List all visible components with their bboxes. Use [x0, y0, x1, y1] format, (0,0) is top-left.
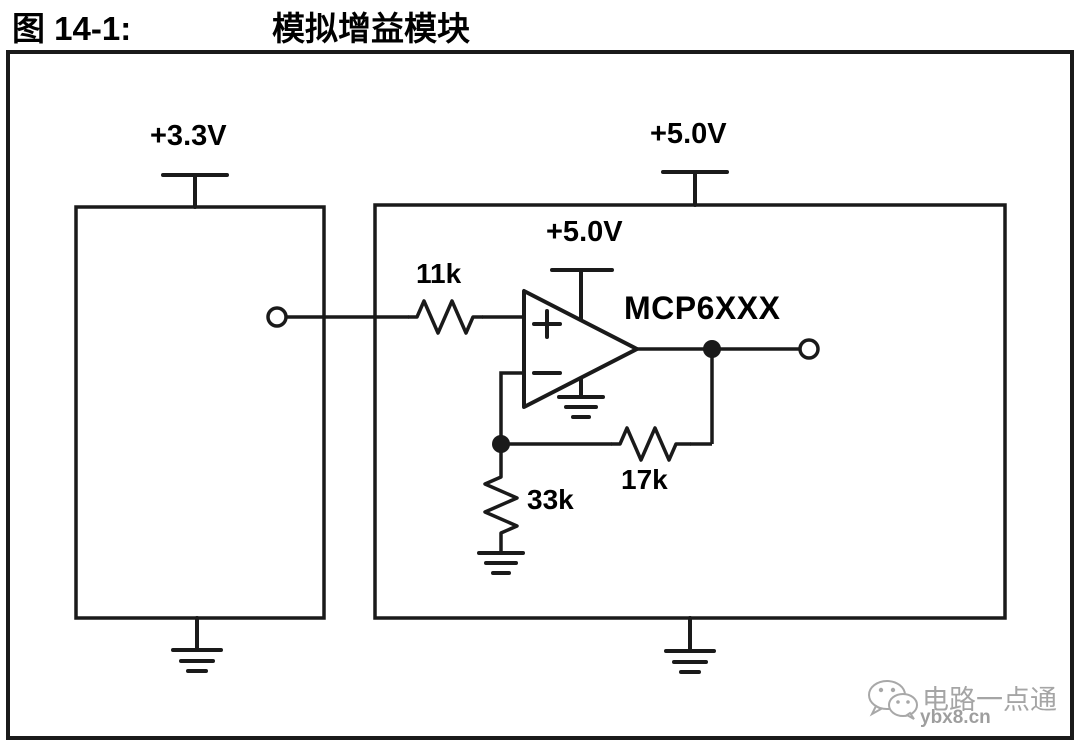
- label-opamp-part-number: MCP6XXX: [624, 290, 781, 326]
- opamp-vplus-supply-symbol: [550, 268, 614, 322]
- figure-number: 图 14-1:: [12, 10, 132, 47]
- left-block-output-terminal: [266, 306, 288, 328]
- left-supply-symbol: [161, 173, 229, 209]
- left-block-ground-icon: [171, 616, 223, 673]
- label-input-resistor: 11k: [416, 258, 462, 289]
- label-left-supply: +3.3V: [150, 120, 227, 152]
- label-gain-set-resistor: 33k: [527, 484, 574, 515]
- left-block: [74, 205, 326, 620]
- watermark-site: ybx8.cn: [920, 707, 991, 728]
- input-resistor-symbol: [407, 299, 484, 335]
- opamp-noninverting-input-icon: [532, 309, 562, 339]
- figure-title: 模拟增益模块: [272, 10, 470, 47]
- opamp-vminus-ground-icon: [557, 376, 605, 419]
- wechat-icon: [868, 680, 918, 720]
- feedback-resistor-symbol: [610, 426, 692, 462]
- gain-set-resistor-symbol: [483, 442, 519, 555]
- figure-caption: 图 14-1: 模拟增益模块: [0, 0, 1080, 52]
- watermark-brand: 电路一点通: [922, 685, 1057, 715]
- circuit-output-terminal: [798, 338, 820, 360]
- label-feedback-resistor: 17k: [621, 464, 668, 495]
- right-supply-symbol: [661, 170, 729, 207]
- watermark: 电路一点通 ybx8.cn: [866, 676, 1072, 736]
- right-block-ground-icon: [664, 616, 716, 674]
- label-opamp-supply: +5.0V: [546, 216, 623, 248]
- gain-set-resistor-ground-icon: [477, 551, 525, 575]
- label-right-supply: +5.0V: [650, 118, 727, 150]
- wire-opamp-minus-to-node: [499, 371, 524, 444]
